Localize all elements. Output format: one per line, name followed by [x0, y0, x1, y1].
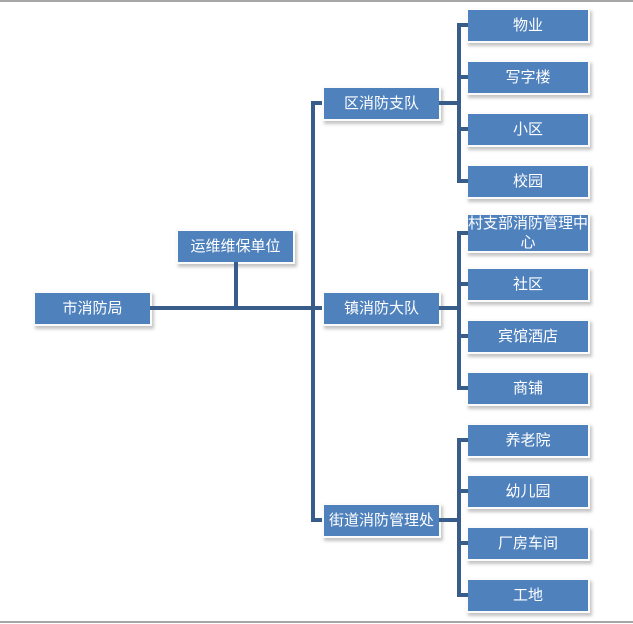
connector-bracket-1-child-2	[457, 334, 468, 338]
org-node-street-fire-mgmt-office: 街道消防管理处	[322, 502, 441, 538]
connector-branch-2-stub	[439, 518, 461, 522]
connector-trunk-stub-top	[311, 101, 322, 105]
connector-branch-1-stub	[439, 306, 461, 310]
connector-bracket-0-child-3	[457, 179, 468, 183]
org-node-factory-workshop: 厂房车间	[466, 525, 590, 561]
frame-top-border	[0, 0, 633, 2]
connector-bracket-2-child-1	[457, 489, 468, 493]
org-node-maintenance-unit: 运维维保单位	[176, 229, 295, 264]
connector-bracket-0	[457, 23, 461, 183]
org-node-district-fire-detachment: 区消防支队	[322, 85, 441, 121]
org-node-village-branch-fire-mgmt-center: 村支部消防管理中心	[466, 213, 590, 253]
org-node-community: 社区	[466, 266, 590, 302]
connector-bracket-1-child-0	[457, 231, 468, 235]
org-node-residential-community: 小区	[466, 111, 590, 147]
connector-bracket-1	[457, 231, 461, 390]
connector-trunk-stub-bottom	[311, 518, 322, 522]
connector-bracket-2-child-3	[457, 593, 468, 597]
connector-trunk	[311, 101, 315, 522]
connector-bracket-0-child-2	[457, 127, 468, 131]
connector-bracket-2-child-0	[457, 438, 468, 442]
org-node-construction-site: 工地	[466, 577, 590, 613]
connector-bracket-1-child-3	[457, 386, 468, 390]
org-node-nursing-home: 养老院	[466, 422, 590, 458]
org-node-property-management: 物业	[466, 7, 590, 43]
connector-bracket-0-child-0	[457, 23, 468, 27]
connector-bracket-0-child-1	[457, 75, 468, 79]
org-node-kindergarten: 幼儿园	[466, 473, 590, 509]
org-node-shops: 商铺	[466, 370, 590, 406]
org-node-office-building: 写字楼	[466, 59, 590, 95]
connector-branch-0-stub	[439, 101, 461, 105]
connector-aux-drop	[233, 262, 238, 310]
connector-bracket-2-child-2	[457, 541, 468, 545]
org-node-hotel: 宾馆酒店	[466, 318, 590, 354]
org-node-city-fire-bureau: 市消防局	[33, 290, 152, 326]
connector-bracket-2	[457, 438, 461, 597]
org-node-town-fire-brigade: 镇消防大队	[322, 290, 441, 326]
frame-bottom-border	[0, 621, 633, 623]
org-node-campus: 校园	[466, 163, 590, 199]
connector-bracket-1-child-1	[457, 282, 468, 286]
